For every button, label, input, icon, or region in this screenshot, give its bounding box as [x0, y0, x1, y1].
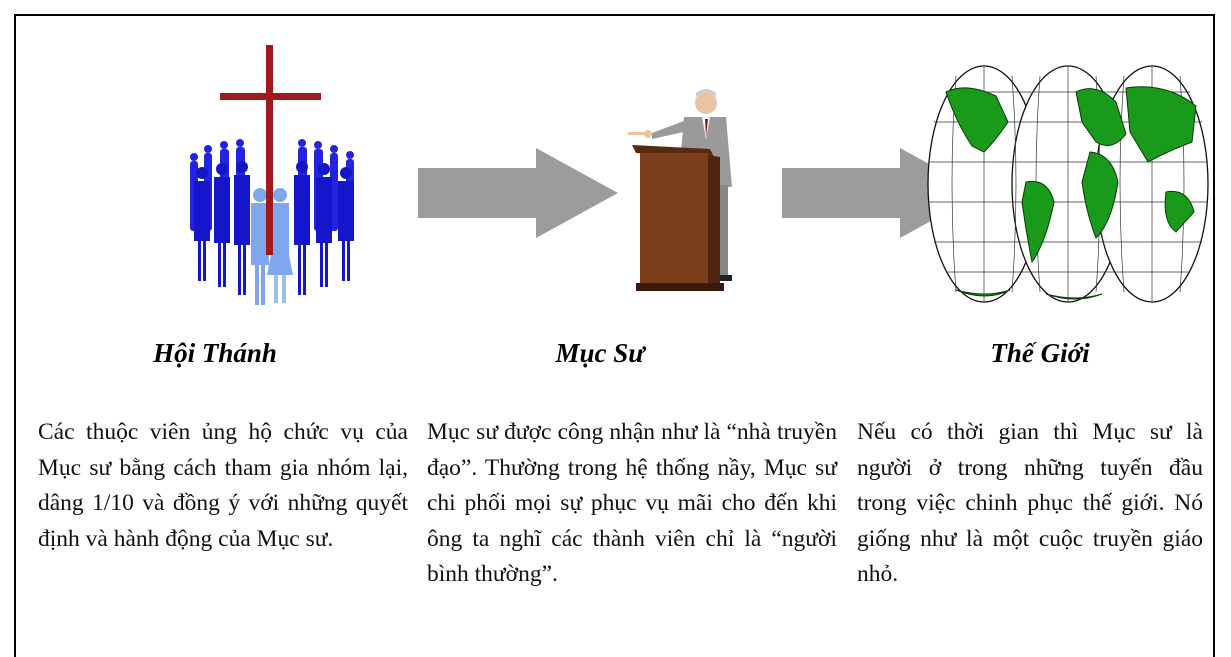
column-title-pastor: Mục Sư [555, 338, 645, 368]
column-description-church: Các thuộc viên ủng hộ chức vụ của Mục sư… [38, 419, 408, 552]
world-map-icon [927, 65, 1209, 303]
column-description-pastor: Mục sư được công nhận như là “nhà truyền… [427, 419, 837, 587]
preacher-pulpit-icon [628, 89, 732, 291]
cross-icon [220, 45, 321, 255]
arrow-right-icon [418, 148, 618, 238]
crowd-front-row [194, 161, 354, 295]
column-title-church: Hội Thánh [153, 338, 277, 368]
continents [945, 86, 1197, 300]
column-description-world: Nếu có thời gian thì Mục sư là người ở t… [857, 419, 1203, 587]
church-crowd-icon [190, 45, 354, 305]
crowd-light-figures [251, 188, 293, 305]
diagram-frame [14, 14, 1215, 657]
pulpit [632, 145, 724, 291]
column-title-world: Thế Giới [990, 338, 1090, 368]
